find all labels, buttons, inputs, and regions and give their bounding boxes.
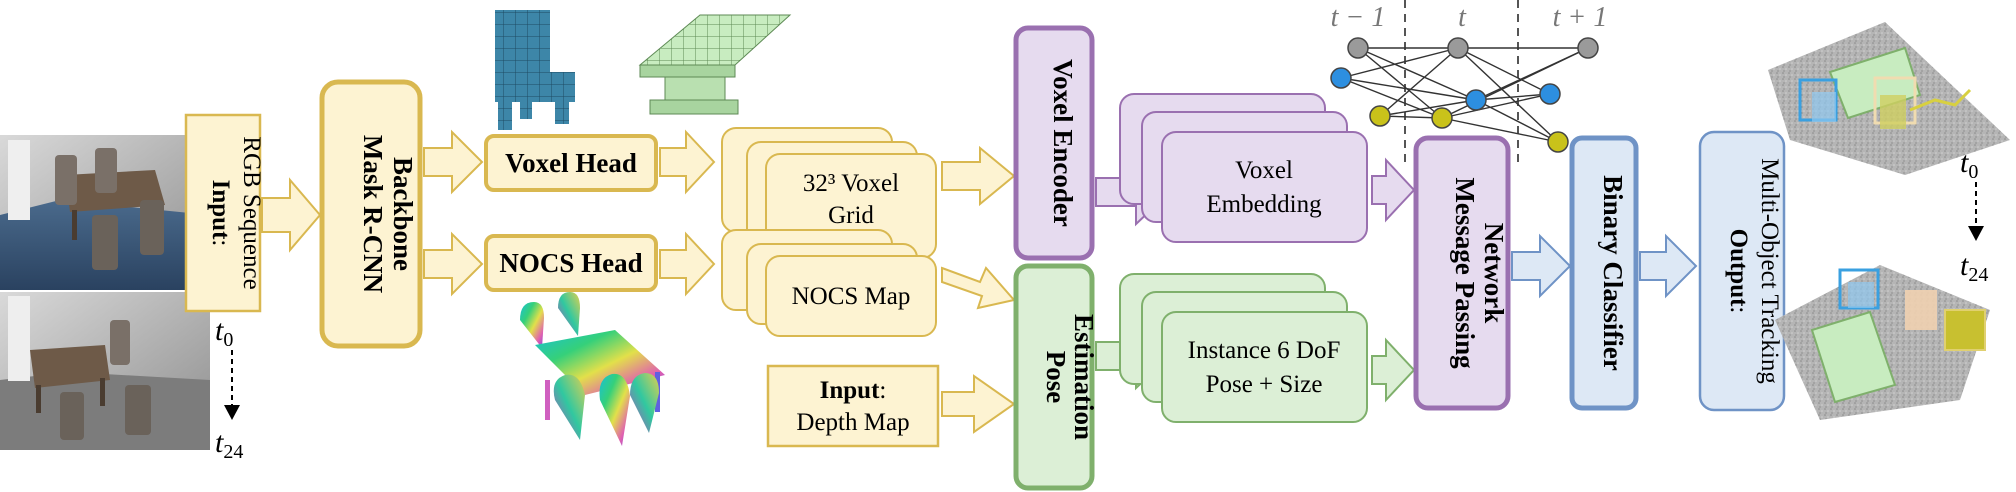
- svg-text:Voxel: Voxel: [1235, 157, 1293, 184]
- graph-label-t: t: [1458, 2, 1467, 33]
- voxel-embedding-stack: Voxel Embedding: [1119, 93, 1368, 243]
- arrow-backbone-to-nocs-head: [423, 231, 484, 297]
- t0-label: t0: [215, 314, 233, 351]
- svg-text:Multi-Object Tracking: Multi-Object Tracking: [1756, 158, 1783, 384]
- arrow-classifier-to-output: [1639, 233, 1698, 299]
- svg-text:NOCS Map: NOCS Map: [792, 283, 911, 310]
- backbone-box: Mask R-CNN Backbone: [319, 79, 423, 349]
- arrow-voxel-head-to-grid: [659, 129, 716, 195]
- input-rgb-box: Input: RGB Sequence: [184, 113, 265, 313]
- svg-text:RGB Sequence: RGB Sequence: [238, 136, 265, 289]
- nocs-map-stack: NOCS Map: [721, 229, 937, 337]
- svg-text:Input:: Input:: [820, 377, 887, 404]
- t0-label-right: t0: [1960, 146, 1978, 183]
- rgb-frame-bottom: [0, 292, 210, 450]
- svg-text:Backbone: Backbone: [388, 157, 418, 271]
- svg-text:Voxel Head: Voxel Head: [505, 148, 637, 178]
- svg-text:Embedding: Embedding: [1206, 191, 1322, 218]
- svg-text:Input:: Input:: [207, 180, 234, 247]
- nocs-object-image: [520, 292, 665, 446]
- output-box: Output: Multi-Object Tracking: [1698, 130, 1786, 412]
- svg-text:Message Passing: Message Passing: [1450, 177, 1480, 369]
- input-depth-box: Input: Depth Map: [766, 364, 940, 448]
- t24-label: t24: [215, 426, 243, 463]
- graph-label-t-plus-1: t + 1: [1553, 2, 1608, 33]
- voxel-grid-stack: 32³ Voxel Grid: [721, 127, 937, 259]
- time-arrow-left-head: [224, 405, 240, 420]
- svg-text:Voxel Encoder: Voxel Encoder: [1048, 59, 1078, 227]
- svg-text:Pose + Size: Pose + Size: [1206, 371, 1323, 398]
- svg-text:Output:: Output:: [1725, 229, 1752, 314]
- arrow-instance-to-mpn: [1371, 337, 1416, 403]
- message-passing-network-box: Message Passing Network: [1413, 135, 1511, 411]
- pose-estimation-box: Pose Estimation: [1013, 263, 1099, 491]
- arrow-rgb-to-backbone: [261, 177, 322, 253]
- nocs-head-box: NOCS Head: [484, 234, 658, 292]
- time-arrow-right-head: [1968, 226, 1984, 241]
- arrow-embedding-to-mpn: [1371, 157, 1416, 223]
- arrow-depth-to-pose: [941, 374, 1016, 434]
- svg-text:Grid: Grid: [828, 202, 874, 229]
- svg-text:Estimation: Estimation: [1069, 314, 1099, 440]
- temporal-graph: t − 1 t t + 1: [1330, 0, 1608, 168]
- instance-pose-stack: Instance 6 DoF Pose + Size: [1119, 273, 1368, 423]
- rgb-frame-top: [0, 135, 210, 290]
- svg-text:Binary Classifier: Binary Classifier: [1598, 175, 1628, 371]
- svg-text:Mask R-CNN: Mask R-CNN: [358, 135, 388, 294]
- output-pointcloud-bottom: [1775, 265, 1990, 420]
- output-pointcloud-top: [1768, 22, 2010, 175]
- t24-label-right: t24: [1960, 249, 1988, 286]
- svg-text:Pose: Pose: [1041, 351, 1071, 404]
- arrow-backbone-to-voxel-head: [423, 129, 484, 195]
- voxel-head-box: Voxel Head: [484, 134, 658, 192]
- graph-label-t-minus-1: t − 1: [1331, 2, 1386, 33]
- arrow-nocs-head-to-map: [659, 231, 716, 297]
- svg-text:Depth Map: Depth Map: [796, 409, 909, 436]
- svg-text:Instance 6 DoF: Instance 6 DoF: [1188, 337, 1341, 364]
- binary-classifier-box: Binary Classifier: [1569, 135, 1639, 411]
- arrow-nocs-map-to-pose: [941, 266, 1016, 310]
- svg-text:NOCS Head: NOCS Head: [499, 248, 642, 278]
- voxel-encoder-box: Voxel Encoder: [1013, 25, 1095, 261]
- svg-text:Network: Network: [1479, 223, 1509, 323]
- voxel-chair-image: [495, 10, 575, 130]
- svg-text:32³ Voxel: 32³ Voxel: [803, 170, 899, 197]
- arrow-grid-to-voxel-encoder: [941, 145, 1016, 207]
- arrow-mpn-to-classifier: [1511, 233, 1572, 299]
- voxel-table-image: [638, 14, 792, 115]
